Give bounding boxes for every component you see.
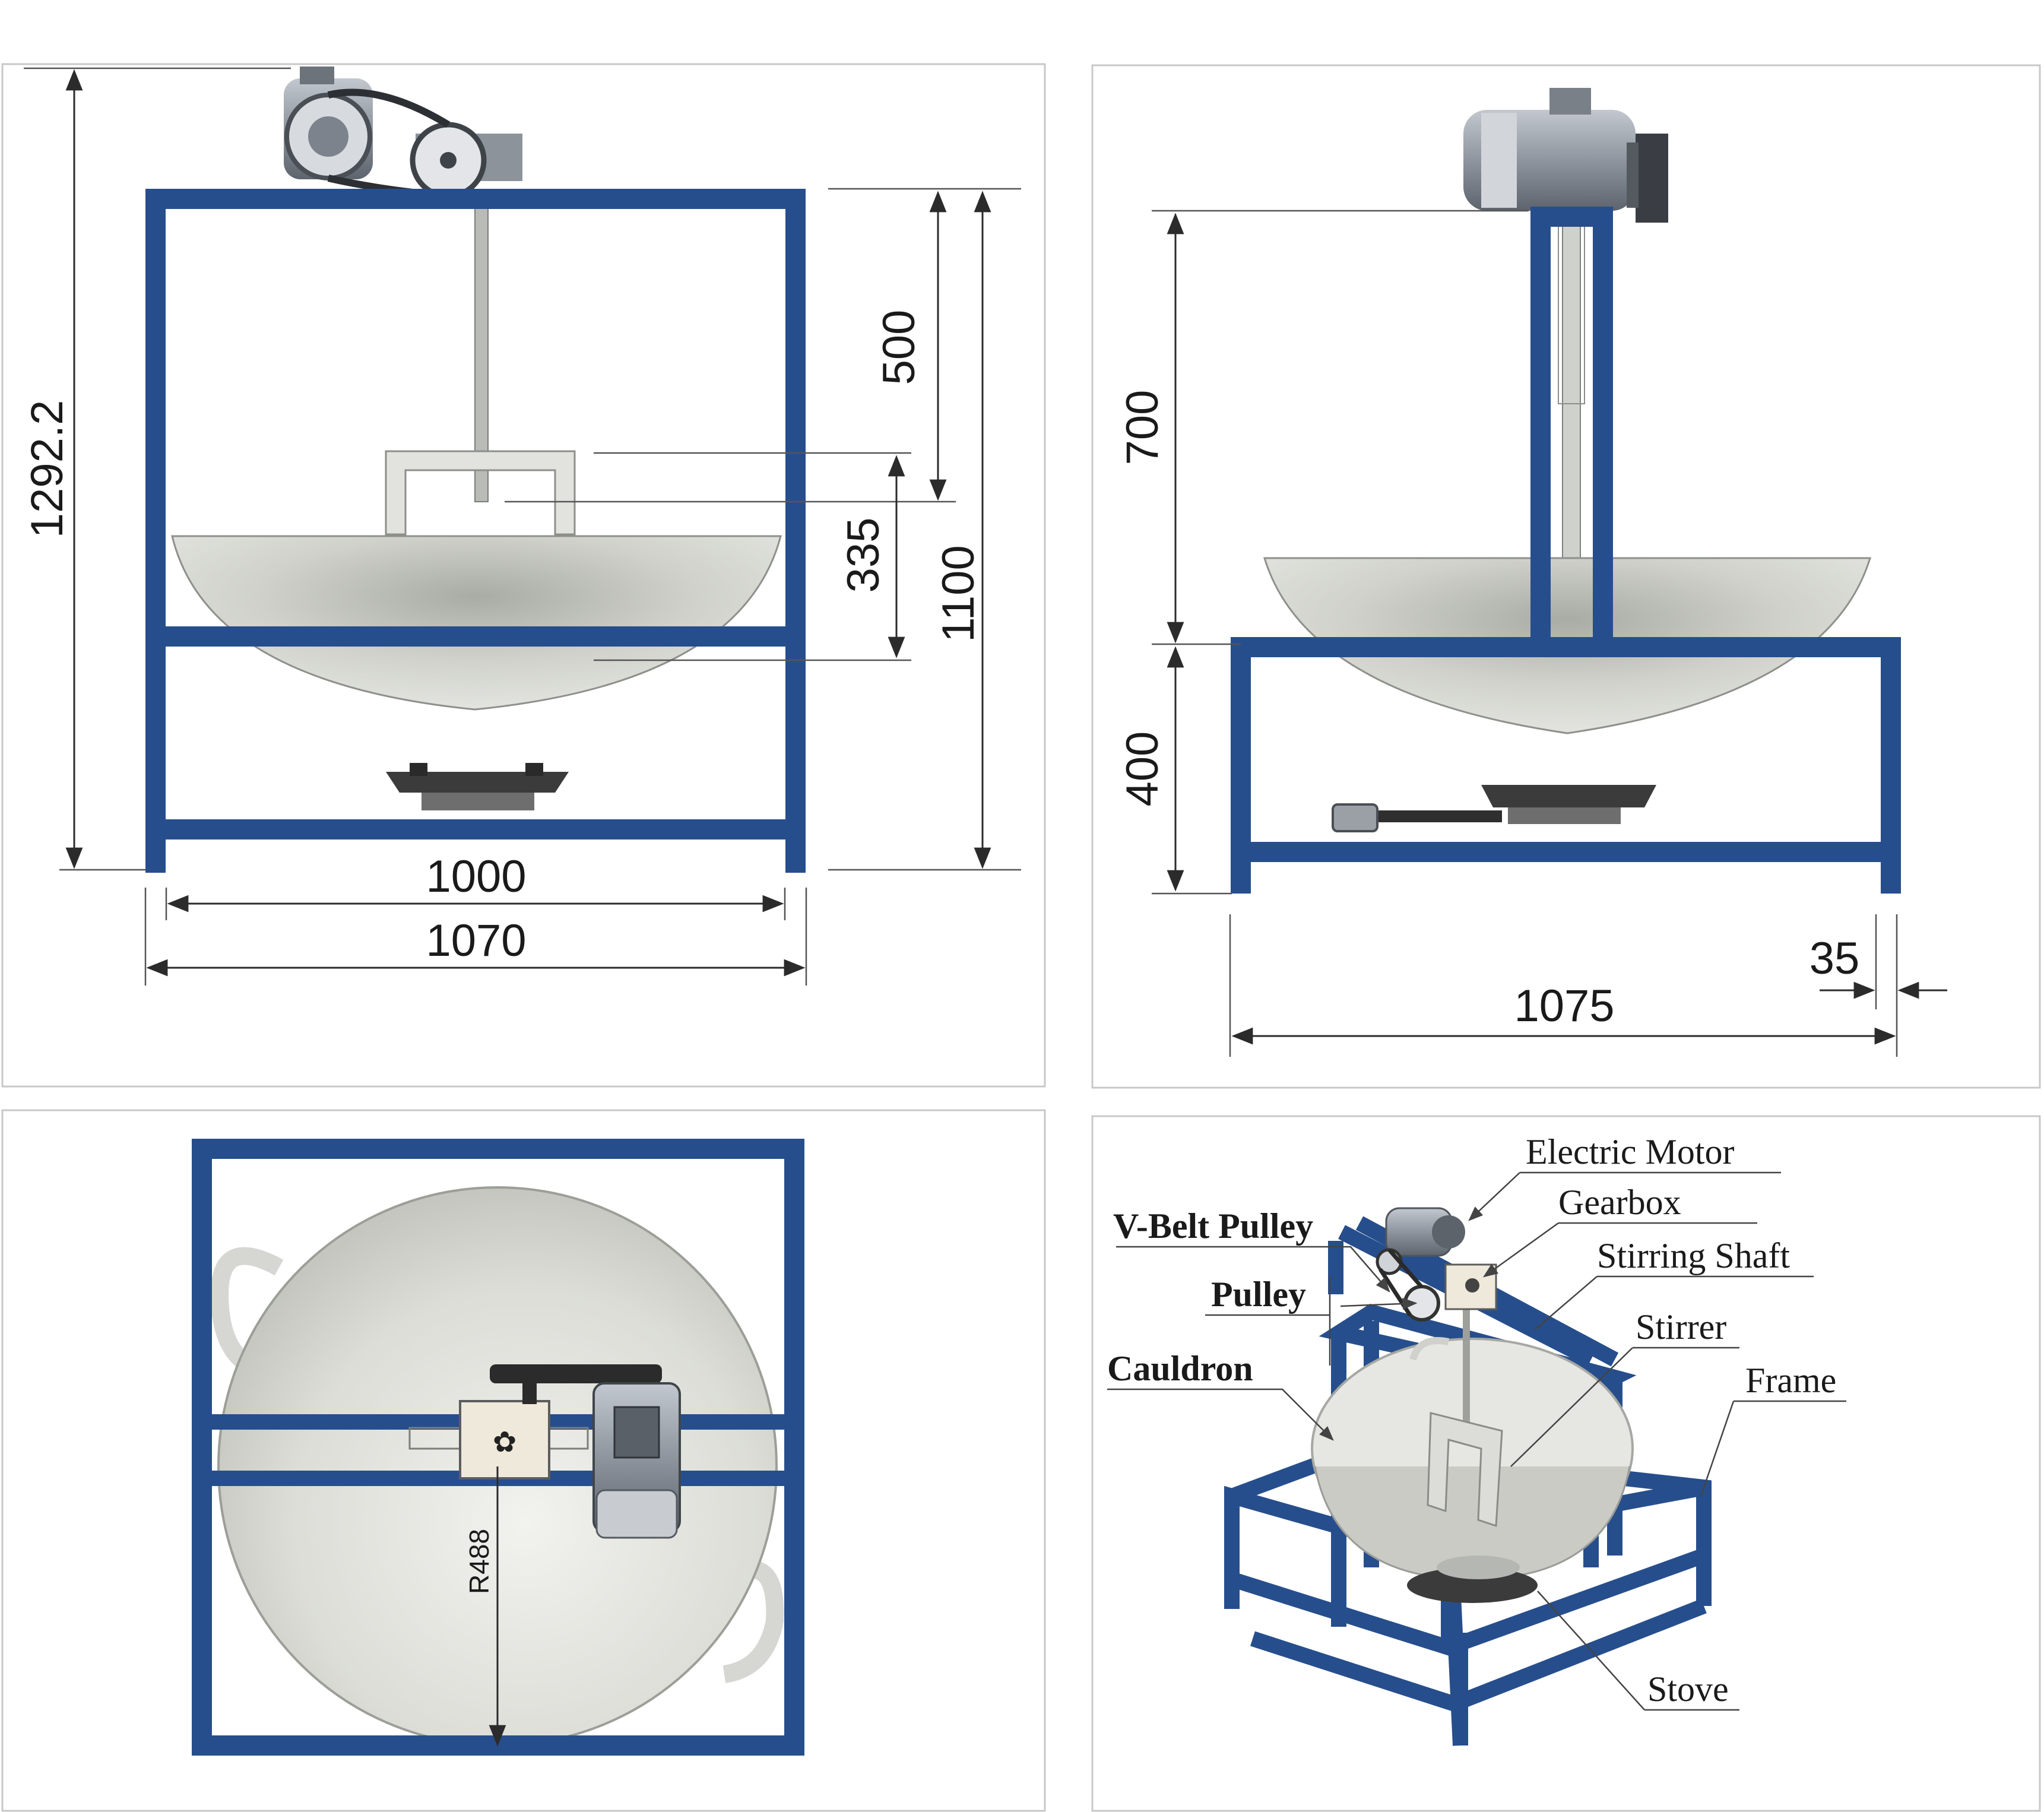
label-cauldron: Cauldron <box>1107 1349 1253 1388</box>
dim-tube-width: 35 <box>1810 933 1860 984</box>
front-stove-icon <box>386 763 569 810</box>
label-pulley: Pulley <box>1211 1275 1306 1314</box>
dim-overall-depth: 1075 <box>1514 981 1614 1031</box>
front-stirrer <box>385 450 576 536</box>
front-view-panel: 1292.2 500 335 1100 1000 1070 <box>1 63 1046 1088</box>
iso-stove-icon <box>1407 1556 1538 1603</box>
top-motor-icon <box>592 1382 681 1539</box>
dim-frame-height: 1100 <box>933 545 984 642</box>
label-electric-motor: Electric Motor <box>1526 1132 1735 1171</box>
svg-text:✿: ✿ <box>493 1425 516 1459</box>
iso-gearbox-icon <box>1444 1263 1497 1310</box>
label-stove: Stove <box>1647 1670 1729 1709</box>
dim-shaft-to-stirrer: 500 <box>874 310 924 385</box>
dim-stirrer-height: 335 <box>838 518 889 593</box>
dim-overall-height: 1292.2 <box>22 400 72 538</box>
side-motor-icon <box>1463 88 1668 223</box>
iso-leaders <box>1107 1171 1846 1711</box>
front-pulley-icon <box>327 88 522 199</box>
label-stirring-shaft: Stirring Shaft <box>1597 1236 1790 1275</box>
front-frame <box>145 189 806 873</box>
front-motor-icon <box>284 66 373 180</box>
iso-stirrer <box>1427 1412 1503 1528</box>
iso-view-panel: Electric Motor V-Belt Pulley Gearbox Sti… <box>1091 1115 2041 1812</box>
label-v-belt-pulley: V-Belt Pulley <box>1113 1206 1313 1246</box>
label-frame: Frame <box>1745 1361 1836 1400</box>
iso-cauldron <box>1311 1337 1634 1580</box>
dim-radius: R488 <box>464 1529 495 1594</box>
iso-motor-icon <box>1385 1207 1465 1257</box>
dim-inner-width: 1000 <box>426 851 526 902</box>
label-gearbox: Gearbox <box>1558 1183 1681 1222</box>
dim-upper-height: 700 <box>1117 390 1168 465</box>
side-frame <box>1231 207 1901 894</box>
top-pulley-belt-icon <box>490 1364 662 1404</box>
top-view-panel: ✿ R488 <box>1 1109 1046 1812</box>
iso-pulley-icon <box>1376 1248 1440 1322</box>
dim-lower-height: 400 <box>1117 731 1168 807</box>
top-cauldron-handle-left <box>210 1247 284 1373</box>
side-stirring-shaft <box>1562 225 1581 565</box>
label-stirrer: Stirrer <box>1636 1307 1726 1347</box>
front-dimensions: 1292.2 500 335 1100 1000 1070 <box>22 67 1021 986</box>
side-stove-icon <box>1332 785 1656 832</box>
side-dimensions: 700 400 1075 35 <box>1117 210 1947 1057</box>
top-gearbox-icon: ✿ <box>459 1400 550 1480</box>
side-view-panel: 700 400 1075 35 <box>1091 64 2041 1089</box>
dim-outer-width: 1070 <box>426 915 526 966</box>
front-cauldron <box>171 535 782 711</box>
